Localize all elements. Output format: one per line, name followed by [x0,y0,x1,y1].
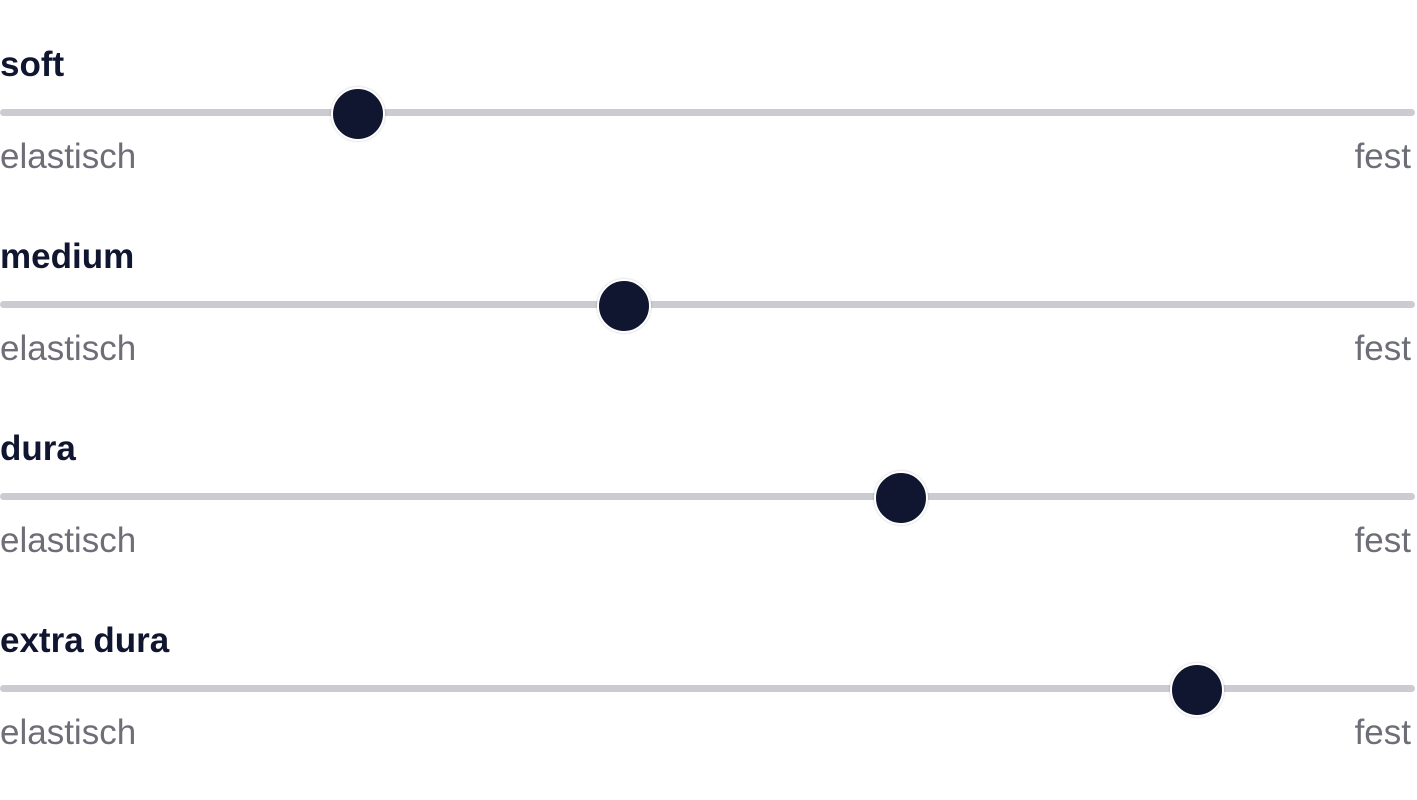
max-label: fest [1354,329,1411,368]
scale-title: medium [0,237,135,276]
min-label: elastisch [0,713,137,752]
scale-title: extra dura [0,621,170,660]
slider-thumb[interactable] [873,471,928,525]
slider-track[interactable] [0,493,1415,500]
scale-soft: soft elastisch fest [0,45,1415,195]
min-label: elastisch [0,329,137,368]
slider-track[interactable] [0,685,1415,692]
slider-track[interactable] [0,109,1415,116]
scale-dura: dura elastisch fest [0,429,1415,579]
scale-medium: medium elastisch fest [0,237,1415,387]
max-label: fest [1354,521,1411,560]
slider-thumb[interactable] [596,279,651,333]
slider-thumb[interactable] [1169,663,1224,717]
max-label: fest [1354,137,1411,176]
slider-track[interactable] [0,301,1415,308]
min-label: elastisch [0,137,137,176]
max-label: fest [1354,713,1411,752]
scale-title: soft [0,45,65,84]
slider-thumb[interactable] [330,87,385,141]
scale-extra-dura: extra dura elastisch fest [0,621,1415,771]
min-label: elastisch [0,521,137,560]
scale-title: dura [0,429,76,468]
